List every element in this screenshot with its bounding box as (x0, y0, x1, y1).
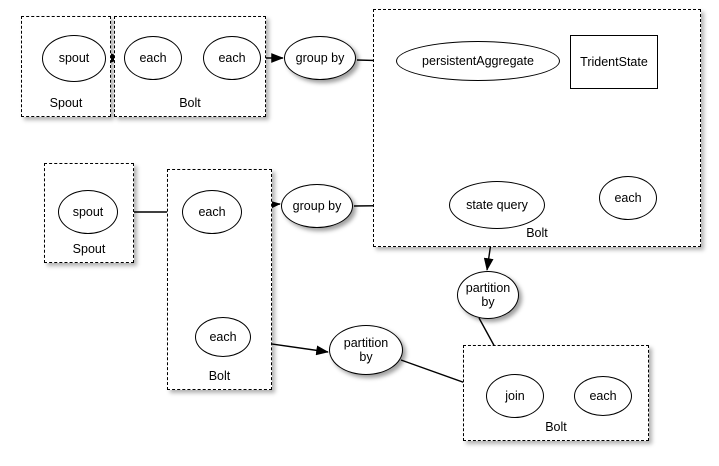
node-each-4[interactable]: each (195, 317, 251, 357)
node-label: each (209, 329, 237, 344)
node-label: each (218, 50, 246, 65)
node-group-by-1[interactable]: group by (284, 36, 356, 80)
node-spout-1[interactable]: spout (42, 34, 106, 82)
node-label: state query (466, 197, 528, 212)
node-group-by-2[interactable]: group by (281, 184, 353, 228)
node-label: spout (72, 204, 104, 219)
node-each-5[interactable]: each (599, 176, 657, 220)
node-join[interactable]: join (486, 374, 544, 418)
group-label: Spout (72, 242, 106, 257)
group-label: Spout (49, 96, 83, 111)
node-each-6[interactable]: each (574, 376, 632, 416)
node-label: persistentAggregate (422, 53, 534, 68)
node-label: group by (295, 50, 345, 65)
node-label: each (589, 388, 617, 403)
node-spout-2[interactable]: spout (58, 190, 118, 234)
node-persistent-aggregate[interactable]: persistentAggregate (396, 41, 560, 81)
node-trident-state[interactable]: TridentState (570, 35, 658, 89)
node-state-query[interactable]: state query (449, 181, 545, 229)
node-label: group by (292, 198, 342, 213)
node-label: spout (58, 50, 90, 65)
group-label: Bolt (545, 420, 567, 435)
node-each-1[interactable]: each (124, 36, 182, 80)
node-label: each (614, 190, 642, 205)
group-label: Bolt (526, 226, 548, 241)
node-each-2[interactable]: each (203, 36, 261, 80)
group-label: Bolt (179, 96, 201, 111)
node-label: each (198, 204, 226, 219)
node-label: TridentState (580, 54, 648, 69)
group-label: Bolt (208, 369, 231, 384)
node-label: join (505, 388, 525, 403)
node-label: each (139, 50, 167, 65)
node-each-3[interactable]: each (182, 190, 242, 234)
